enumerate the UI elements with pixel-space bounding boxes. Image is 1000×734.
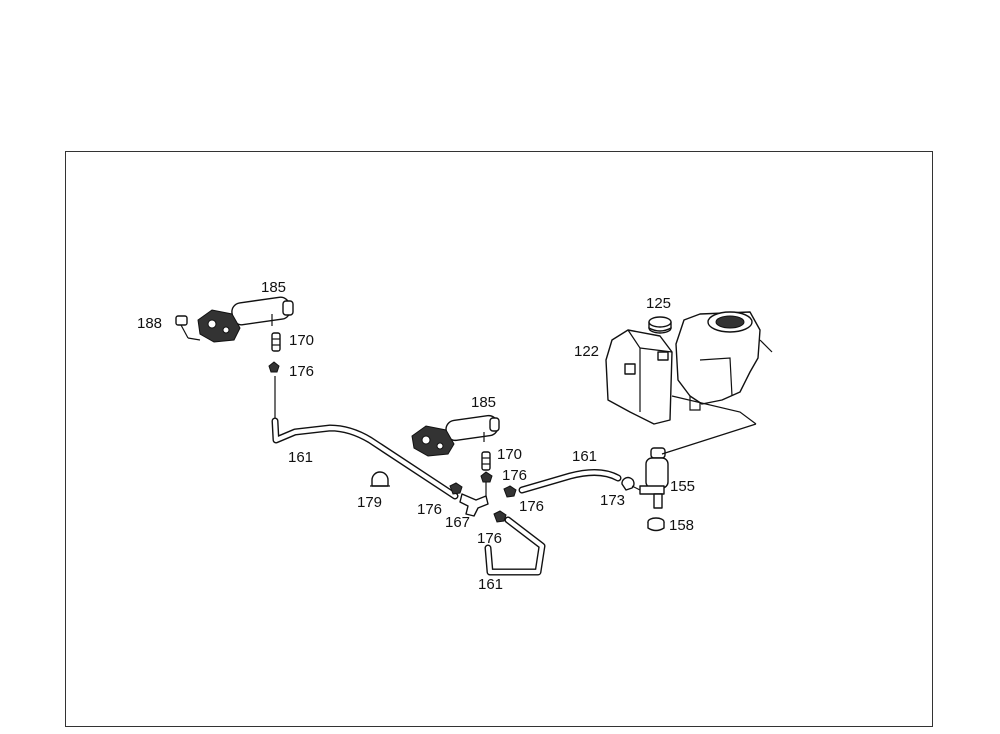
y-connector-167[interactable] xyxy=(459,493,489,517)
clamp-176-c[interactable] xyxy=(493,510,507,523)
label-179: 179 xyxy=(357,494,382,511)
label-176-c: 176 xyxy=(477,530,502,547)
hose-161-left[interactable] xyxy=(271,417,459,500)
label-185-right: 185 xyxy=(471,394,496,411)
diagram-frame xyxy=(65,151,933,727)
clip-173[interactable] xyxy=(621,476,635,491)
label-155: 155 xyxy=(670,478,695,495)
label-176-left: 176 xyxy=(289,363,314,380)
clip-179[interactable] xyxy=(370,471,390,487)
label-188: 188 xyxy=(137,315,162,332)
washer-nozzle-right[interactable] xyxy=(411,414,500,457)
hose-161-lower[interactable] xyxy=(484,516,546,576)
clamp-176-left[interactable] xyxy=(268,361,280,373)
label-161-right: 161 xyxy=(572,448,597,465)
label-176-center-top: 176 xyxy=(502,467,527,484)
label-170-center: 170 xyxy=(497,446,522,463)
washer-nozzle-left[interactable] xyxy=(197,296,294,343)
washer-reservoir-122[interactable] xyxy=(605,329,673,425)
washer-pump-155[interactable] xyxy=(631,447,669,509)
label-185-left: 185 xyxy=(261,279,286,296)
label-161-left: 161 xyxy=(288,449,313,466)
clamp-176-b[interactable] xyxy=(503,485,517,498)
label-122: 122 xyxy=(574,343,599,360)
label-125: 125 xyxy=(646,295,671,312)
tank-body[interactable] xyxy=(671,311,773,425)
label-167: 167 xyxy=(445,514,470,531)
clamp-176-center-top[interactable] xyxy=(480,471,493,483)
clamp-176-a[interactable] xyxy=(449,482,463,495)
label-170-left: 170 xyxy=(289,332,314,349)
leader-line xyxy=(661,423,757,455)
connector-170-center[interactable] xyxy=(481,451,491,471)
label-176-b: 176 xyxy=(519,498,544,515)
label-158: 158 xyxy=(669,517,694,534)
grommet-158[interactable] xyxy=(647,517,665,532)
hose-161-right[interactable] xyxy=(518,469,622,494)
label-161-lower: 161 xyxy=(478,576,503,593)
label-173: 173 xyxy=(600,492,625,509)
connector-170-left[interactable] xyxy=(271,332,281,352)
label-176-a: 176 xyxy=(417,501,442,518)
screw-188[interactable] xyxy=(175,315,201,341)
filler-cap-125[interactable] xyxy=(648,316,672,334)
